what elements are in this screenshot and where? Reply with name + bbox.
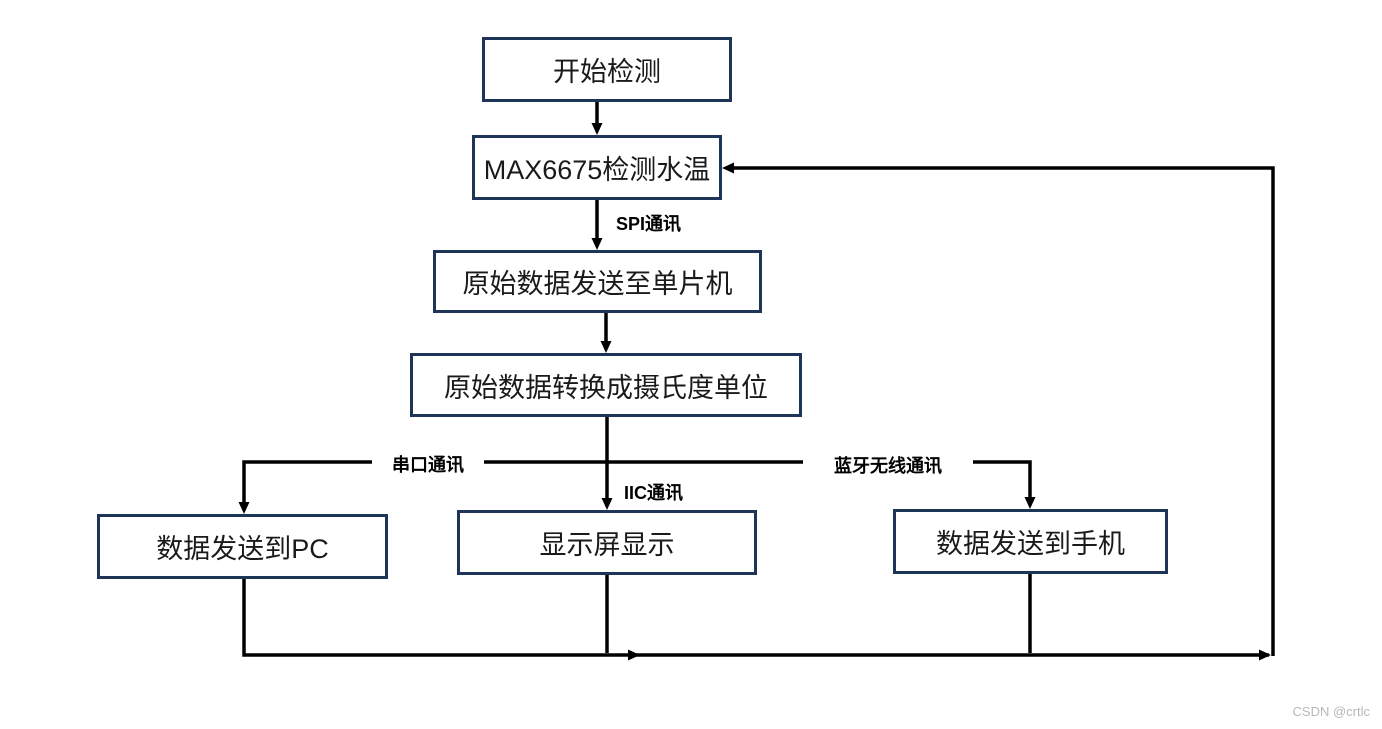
- edge-label-serial-port: 串口通讯: [392, 455, 464, 475]
- watermark-text: CSDN @crtlc: [1292, 704, 1370, 719]
- connector-start-to-max6675: [591, 102, 603, 135]
- connector-bottom-merge: [242, 574, 1271, 661]
- arrow-down-icon: [601, 498, 613, 510]
- connector-branch-to-phone: [973, 460, 1036, 509]
- node-display-screen: 显示屏显示: [457, 510, 757, 575]
- arrow-down-icon: [600, 341, 612, 353]
- arrow-left-icon: [722, 162, 734, 174]
- arrow-right-icon: [628, 649, 640, 661]
- connector-feedback-loop: [722, 162, 1275, 656]
- arrow-down-icon: [1024, 497, 1036, 509]
- edge-label-spi: SPI通讯: [616, 214, 682, 234]
- connector-branch-to-pc: [238, 460, 803, 514]
- arrow-down-icon: [591, 123, 603, 135]
- edge-label-bluetooth: 蓝牙无线通讯: [834, 456, 942, 476]
- node-send-to-pc: 数据发送到PC: [97, 514, 388, 579]
- connector-max6675-to-mcu: [591, 200, 603, 250]
- node-send-to-mcu: 原始数据发送至单片机: [433, 250, 762, 313]
- arrow-down-icon: [591, 238, 603, 250]
- node-start: 开始检测: [482, 37, 732, 102]
- node-convert-celsius: 原始数据转换成摄氏度单位: [410, 353, 802, 417]
- arrow-down-icon: [238, 502, 250, 514]
- connector-mcu-to-convert: [600, 313, 612, 353]
- node-max6675: MAX6675检测水温: [472, 135, 722, 200]
- edge-label-iic: IIC通讯: [624, 483, 684, 503]
- node-send-to-phone: 数据发送到手机: [893, 509, 1168, 574]
- arrow-right-icon: [1259, 649, 1271, 661]
